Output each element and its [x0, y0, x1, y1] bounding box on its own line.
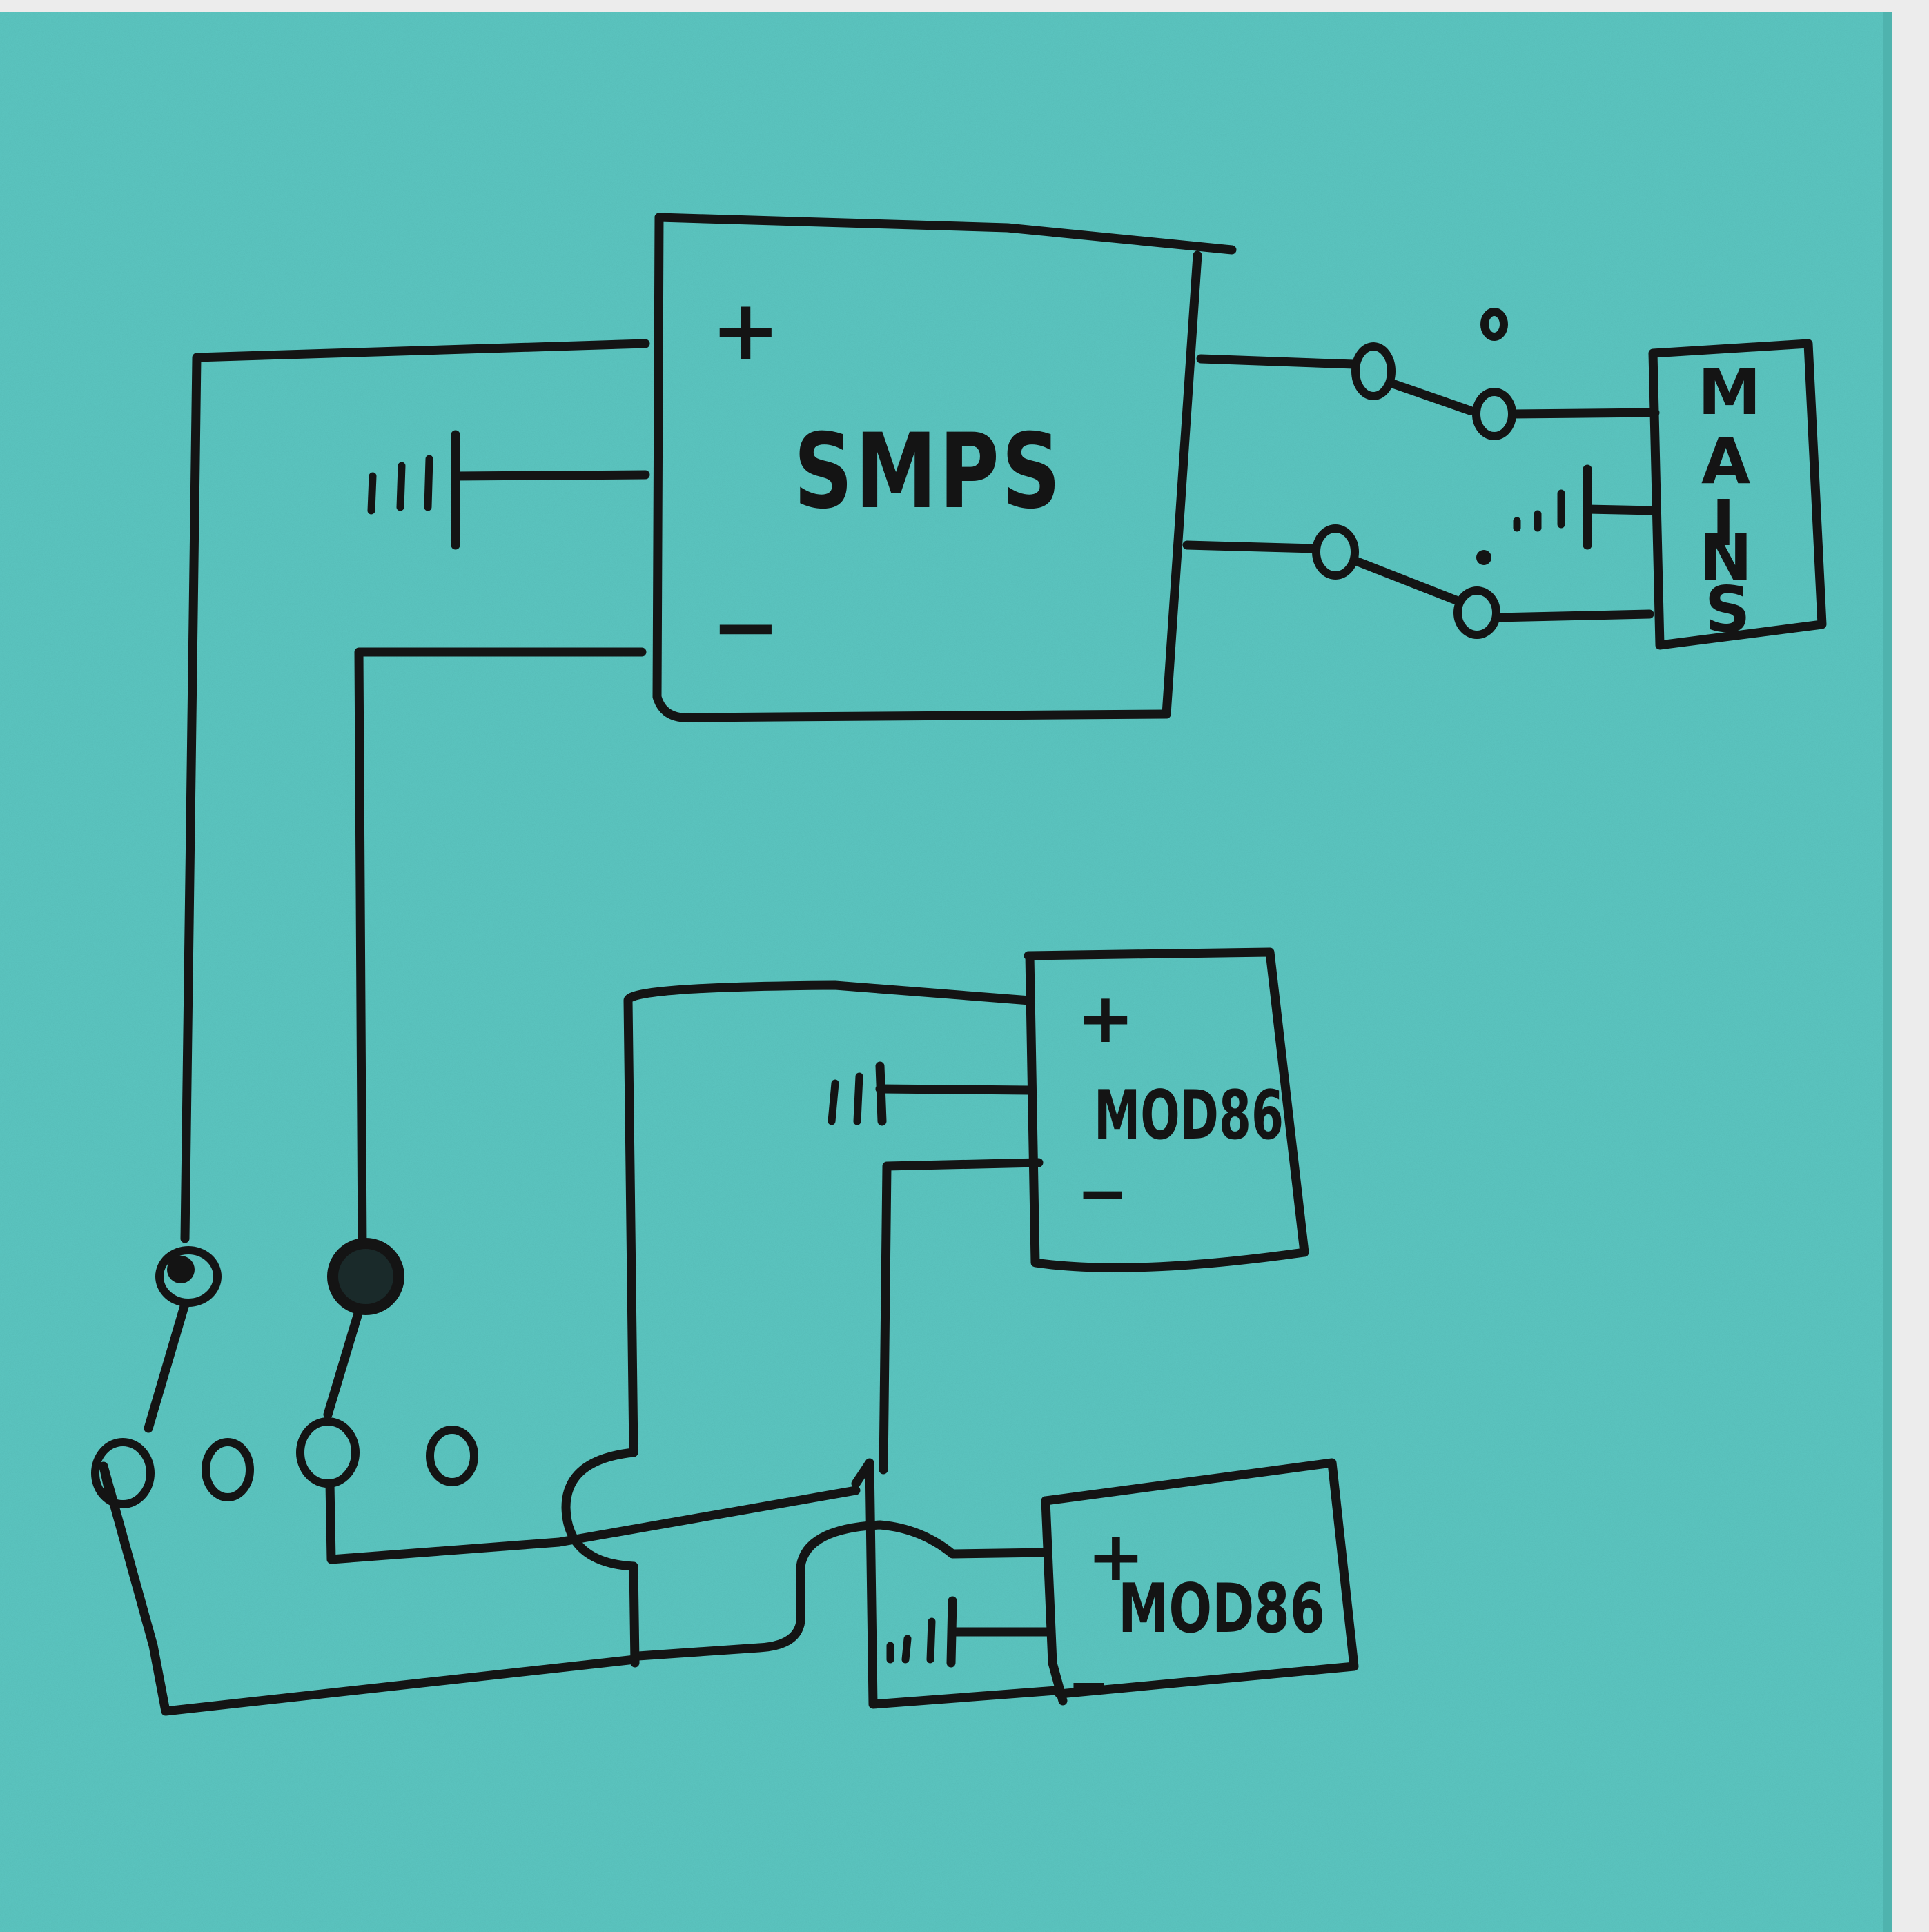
mod86-upper-label: MOD86: [1094, 1076, 1284, 1155]
smps-minus-label: −: [711, 580, 781, 676]
mod86-lower-label: MOD86: [1118, 1570, 1325, 1648]
mod86-upper-ground-symbol: [828, 1061, 1033, 1126]
mod86-upper-plus: +: [1077, 978, 1135, 1058]
mains-letter-n: N: [1699, 521, 1752, 595]
note-edge-shadow: [1883, 12, 1892, 1932]
mains-letter-m: M: [1698, 355, 1761, 429]
wire-mod86-lower-negative: [851, 1458, 1061, 1709]
selector-switch: [91, 1238, 478, 1508]
mains-ground-symbol: [1513, 464, 1658, 550]
mains-switch: [1182, 308, 1660, 639]
mod86-upper-minus: −: [1077, 1157, 1128, 1230]
mains-letter-i: I: [1712, 486, 1735, 560]
wire-switch-to-bus-a: [325, 1479, 861, 1564]
mains-letter-a: A: [1701, 424, 1750, 498]
smps-block: SMPS + −: [652, 213, 1237, 722]
wire-mod86-upper-positive: [623, 980, 1035, 1457]
smps-ground-symbol: [367, 430, 650, 550]
mains-letter-s: S: [1705, 573, 1750, 647]
smps-plus-label: +: [711, 283, 781, 379]
mod86-lower-ground-symbol: [886, 1596, 1054, 1668]
mod86-lower-block: MOD86 + −: [1041, 1458, 1359, 1713]
mains-block: M A I N S: [1648, 339, 1827, 650]
wire-crossover-hop: [561, 1448, 640, 1668]
smps-label: SMPS: [794, 412, 1063, 532]
wire-smps-positive: [180, 339, 650, 1243]
wire-switch-to-bus-b: [99, 1461, 640, 1716]
mod86-upper-block: MOD86 + −: [1024, 947, 1309, 1272]
mod86-lower-minus: −: [1068, 1656, 1109, 1713]
mod86-lower-plus: +: [1087, 1516, 1145, 1597]
wire-mod86-lower-positive: [634, 1520, 1050, 1661]
wire-mod86-upper-negative: [879, 1158, 1044, 1475]
wire-smps-negative: [354, 647, 647, 1254]
